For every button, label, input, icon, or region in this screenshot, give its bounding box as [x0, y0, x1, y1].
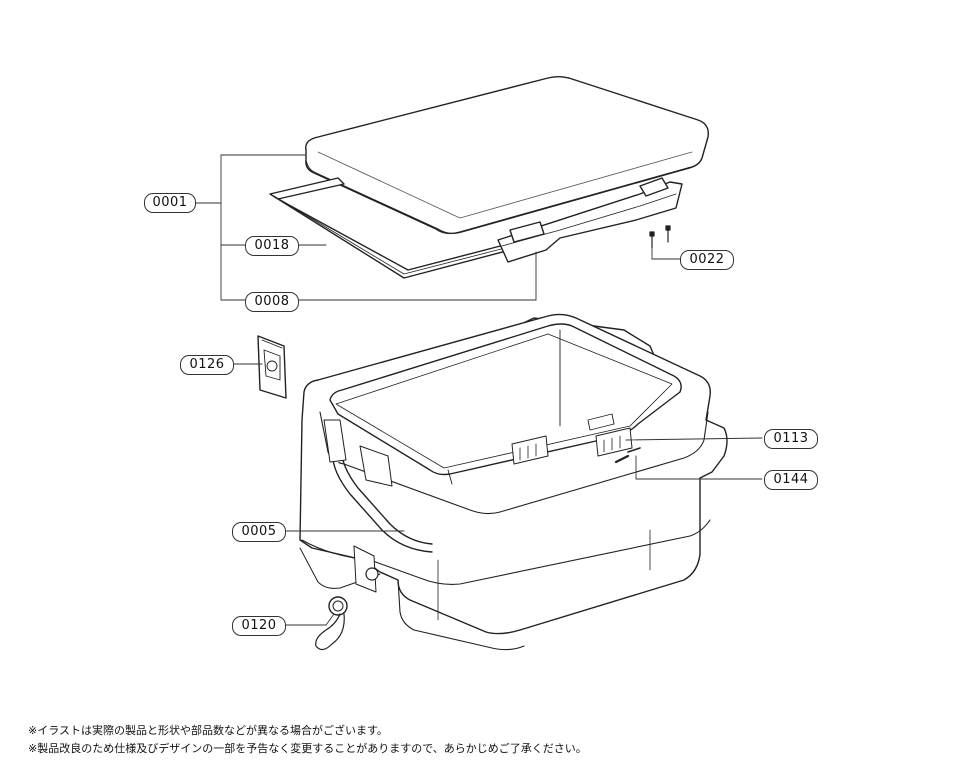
part-label-drain-cap: 0120	[232, 616, 286, 636]
part-label-latch: 0113	[764, 429, 818, 449]
hinge-drawing	[497, 177, 683, 263]
part-label-latch-pin: 0144	[764, 470, 818, 490]
part-label-lid: 0001	[144, 193, 196, 213]
part-label-body: 0005	[232, 522, 286, 542]
disclaimer-note-illustration: ※イラストは実際の製品と形状や部品数などが異なる場合がございます。	[28, 724, 388, 737]
cooler-body-drawing	[299, 313, 728, 651]
gasket-drawing	[269, 177, 511, 279]
part-label-hinge: 0008	[245, 292, 299, 312]
part-label-handle-tag: 0126	[180, 355, 234, 375]
part-label-gasket: 0018	[245, 236, 299, 256]
lid-drawing	[305, 76, 709, 235]
part-label-screw: 0022	[680, 250, 734, 270]
disclaimer-note-specification: ※製品改良のため仕様及びデザインの一部を予告なく変更することがありますので、あら…	[28, 742, 587, 755]
leader-lines	[195, 154, 763, 626]
handle-tag-drawing	[257, 335, 287, 399]
screws-drawing	[649, 225, 671, 249]
drain-cap-drawing	[315, 596, 348, 651]
